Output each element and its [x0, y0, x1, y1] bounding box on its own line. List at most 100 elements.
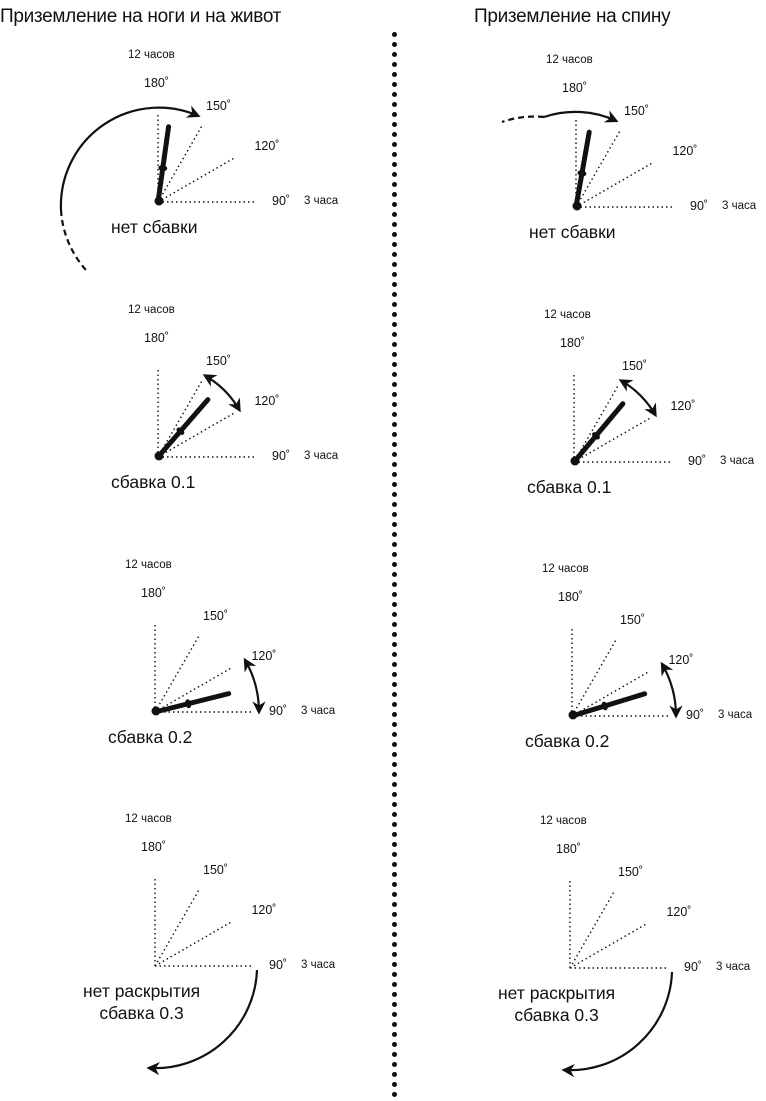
- rotation-arrow: [59, 105, 201, 211]
- label-90: 90˚: [690, 199, 709, 213]
- ref-line-150: [157, 378, 204, 458]
- label-180: 180˚: [141, 586, 167, 600]
- label-90: 90˚: [272, 449, 291, 463]
- dial-right-1: [501, 110, 674, 211]
- dial-left-4: [146, 878, 259, 1076]
- label-120: 120˚: [670, 399, 696, 413]
- ref-line-120: [157, 156, 237, 203]
- label-120: 120˚: [254, 139, 280, 153]
- caption-line-1: сбавка 0.1: [111, 472, 196, 492]
- rotation-arrow: [146, 969, 259, 1076]
- skydiver-torso: [592, 432, 600, 440]
- label-3-oclock: 3 часа: [718, 709, 753, 721]
- rotation-arrow: [660, 661, 683, 719]
- dial-left-3: [151, 624, 266, 716]
- label-12-oclock: 12 часов: [125, 813, 172, 825]
- label-150: 150˚: [624, 103, 650, 118]
- label-3-oclock: 3 часа: [304, 450, 339, 462]
- label-90: 90˚: [688, 454, 707, 468]
- skydiver-body: [155, 124, 172, 205]
- label-150: 150˚: [620, 612, 646, 627]
- panel-caption: сбавка 0.2: [108, 726, 192, 748]
- label-180: 180˚: [558, 590, 584, 604]
- label-180: 180˚: [560, 336, 586, 350]
- skydiver-body: [152, 691, 232, 715]
- caption-line-1: нет сбавки: [529, 222, 616, 242]
- label-120: 120˚: [251, 903, 277, 917]
- ref-line-120: [569, 922, 649, 969]
- label-3-oclock: 3 часа: [301, 959, 336, 971]
- label-12-oclock: 12 часов: [125, 559, 172, 571]
- ref-line-150: [571, 637, 618, 717]
- label-12-oclock: 12 часов: [546, 54, 593, 66]
- skydiver-body: [569, 691, 648, 719]
- caption-line-1: сбавка 0.2: [525, 731, 610, 751]
- skydiver-head: [154, 196, 164, 206]
- label-120: 120˚: [251, 649, 277, 663]
- rotation-arrow: [561, 971, 674, 1078]
- label-150: 150˚: [622, 358, 648, 373]
- panel-caption: сбавка 0.2: [525, 730, 609, 752]
- panel-caption: нет сбавки: [111, 216, 198, 238]
- rotation-arrow-tail: [501, 115, 545, 124]
- skydiver-head: [154, 451, 164, 461]
- label-120: 120˚: [254, 394, 280, 408]
- dial-left-1: [59, 105, 256, 271]
- dial-right-3: [568, 628, 683, 720]
- ref-line-120: [154, 920, 234, 967]
- ref-line-120: [157, 411, 237, 458]
- skydiver-head: [572, 201, 582, 211]
- ref-line-150: [573, 383, 620, 463]
- label-3-oclock: 3 часа: [304, 195, 339, 207]
- label-120: 120˚: [668, 653, 694, 667]
- skydiver-head: [151, 706, 161, 716]
- label-120: 120˚: [672, 144, 698, 158]
- skydiver-head: [568, 710, 578, 720]
- ref-line-150: [157, 123, 204, 203]
- rotation-arrow: [618, 379, 657, 418]
- label-150: 150˚: [203, 608, 229, 623]
- label-180: 180˚: [562, 81, 588, 95]
- label-150: 150˚: [206, 98, 232, 113]
- label-12-oclock: 12 часов: [540, 815, 587, 827]
- label-3-oclock: 3 часа: [722, 200, 757, 212]
- panel-caption: сбавка 0.1: [527, 476, 611, 498]
- label-150: 150˚: [206, 353, 232, 368]
- ref-line-150: [575, 128, 622, 208]
- column-divider: [392, 32, 397, 1098]
- label-90: 90˚: [269, 704, 288, 718]
- ref-line-120: [575, 161, 655, 208]
- skydiver-head: [570, 456, 580, 466]
- label-90: 90˚: [269, 958, 288, 972]
- skydiver-body: [573, 129, 592, 210]
- dial-right-2: [570, 374, 672, 466]
- ref-line-150: [154, 633, 201, 713]
- label-150: 150˚: [203, 862, 229, 877]
- skydiver-body: [571, 401, 626, 465]
- label-12-oclock: 12 часов: [128, 49, 175, 61]
- rotation-arrow: [543, 110, 619, 123]
- label-120: 120˚: [666, 905, 692, 919]
- rotation-arrow-tail: [59, 209, 87, 271]
- ref-line-120: [571, 670, 651, 717]
- skydiver-body: [155, 397, 211, 460]
- caption-line-1: нет раскрытия: [83, 981, 201, 1001]
- skydiver-torso: [601, 701, 608, 711]
- ref-line-150: [154, 887, 201, 967]
- panel-caption: сбавка 0.1: [111, 471, 195, 493]
- label-90: 90˚: [686, 708, 705, 722]
- skydiver-torso: [577, 170, 587, 177]
- dial-right-4: [561, 880, 674, 1078]
- caption-line-1: нет сбавки: [111, 217, 198, 237]
- caption-line-2: сбавка 0.3: [99, 1003, 184, 1023]
- label-3-oclock: 3 часа: [301, 705, 336, 717]
- label-150: 150˚: [618, 864, 644, 879]
- skydiver-torso: [176, 427, 185, 435]
- skydiver-torso: [158, 165, 168, 172]
- label-12-oclock: 12 часов: [128, 304, 175, 316]
- caption-line-2: сбавка 0.3: [514, 1005, 599, 1025]
- caption-line-1: сбавка 0.2: [108, 727, 193, 747]
- rotation-arrow: [243, 657, 266, 715]
